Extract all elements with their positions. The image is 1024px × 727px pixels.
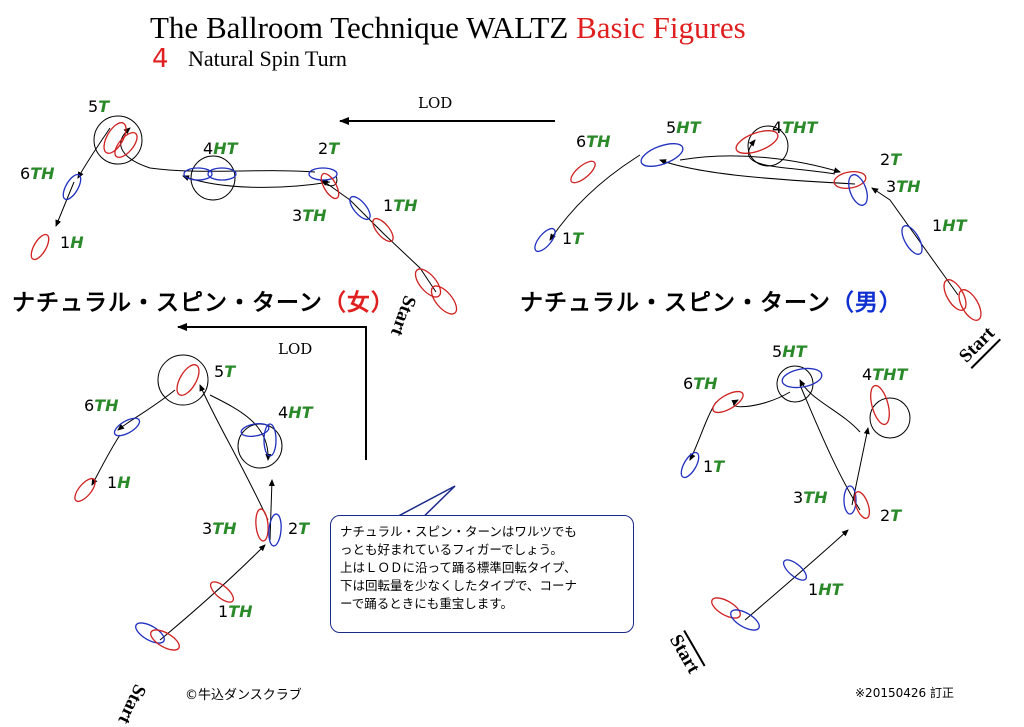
step-label: 1H (60, 233, 84, 252)
step-label: 6TH (683, 374, 718, 393)
step-label: 3TH (292, 206, 327, 225)
title-main: The Ballroom Technique WALTZ (150, 10, 577, 45)
step-label: 5T (88, 97, 110, 116)
footprints-top-left (30, 122, 458, 315)
path-top-right (549, 125, 959, 296)
step-label: 1HT (932, 216, 967, 235)
copyright: ©牛込ダンスクラブ (185, 688, 302, 703)
step-label: 1TH (383, 196, 418, 215)
note-callout (330, 515, 634, 633)
step-label: 2T (318, 139, 340, 158)
figure-name: Natural Spin Turn (188, 46, 347, 71)
step-label: 1HT (808, 580, 843, 599)
figure-number: 4 (152, 44, 169, 74)
step-label: 4HT (203, 139, 238, 158)
step-label: 1H (107, 473, 131, 492)
step-label: 3TH (202, 519, 237, 538)
revision-note: ※20150426 訂正 (855, 686, 954, 700)
step-label: 1T (703, 457, 725, 476)
caption-man: ナチュラル・スピン・ターン（男） (520, 290, 903, 316)
step-label: 2T (880, 506, 902, 525)
title-accent: Basic Figures (576, 10, 746, 45)
note-text: ナチュラル・スピン・ターンはワルツでも っとも好まれているフィガーでしょう。 上… (340, 524, 578, 611)
lod-arrow-bottom (177, 323, 367, 460)
step-label: 4THT (772, 118, 818, 137)
step-label: 4HT (278, 403, 313, 422)
lod-label-top: LOD (418, 94, 453, 112)
footprints-bottom-right (680, 367, 890, 631)
step-label: 6TH (20, 164, 55, 183)
step-label: 2T (288, 519, 310, 538)
step-label: 5HT (666, 118, 701, 137)
lod-label-bottom: LOD (278, 340, 313, 358)
footprints-bottom-left (74, 364, 282, 651)
step-label: 1T (562, 229, 584, 248)
step-label: 4THT (862, 365, 908, 384)
step-label: 3TH (886, 177, 921, 196)
step-label: 5HT (772, 342, 807, 361)
footprints-top-right (534, 130, 982, 321)
step-label: 1TH (218, 602, 253, 621)
step-label: 3TH (793, 488, 828, 507)
path-bottom-left (91, 354, 283, 641)
step-label: 6TH (84, 396, 119, 415)
step-label: 2T (880, 150, 902, 169)
step-label: 5T (214, 362, 236, 381)
page-title: The Ballroom Technique WALTZ Basic Figur… (150, 10, 746, 46)
step-label: 6TH (576, 132, 611, 151)
path-top-left (55, 115, 437, 293)
caption-woman: ナチュラル・スピン・ターン（女） (12, 290, 395, 316)
